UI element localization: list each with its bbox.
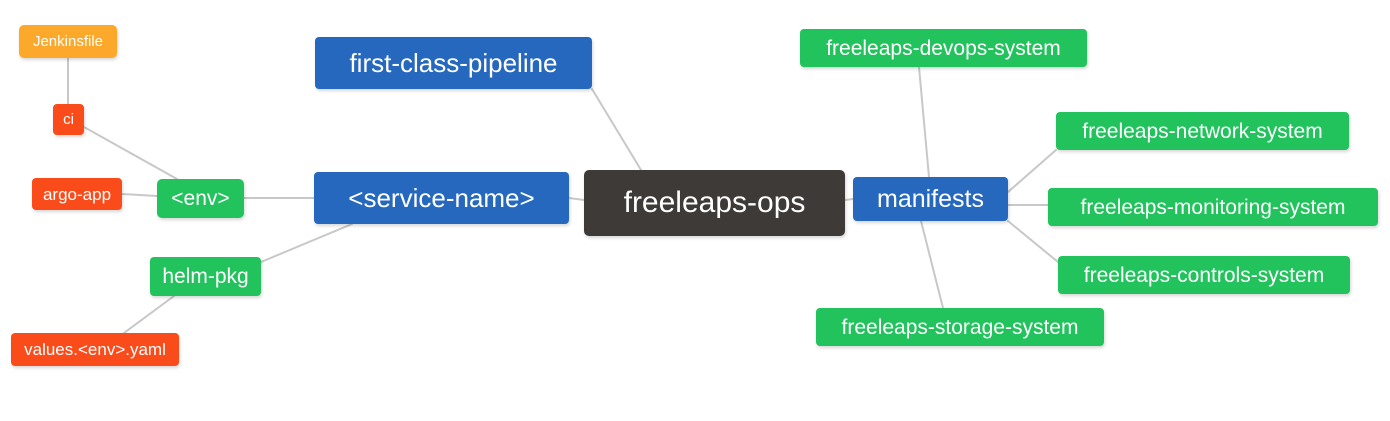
node-freeleaps-network-system[interactable]: freeleaps-network-system xyxy=(1056,112,1349,150)
edge-ci-to-env xyxy=(83,126,178,180)
node-label-freeleaps-monitoring-system: freeleaps-monitoring-system xyxy=(1080,195,1346,219)
node-label-argo-app: argo-app xyxy=(42,184,112,204)
node-ci[interactable]: ci xyxy=(53,104,84,135)
node-freeleaps-monitoring-system[interactable]: freeleaps-monitoring-system xyxy=(1048,188,1378,226)
node-label-freeleaps-network-system: freeleaps-network-system xyxy=(1082,119,1323,143)
node-label-values-env-yaml: values.<env>.yaml xyxy=(24,340,166,359)
node-env[interactable]: <env> xyxy=(157,179,244,218)
node-helm-pkg[interactable]: helm-pkg xyxy=(150,257,261,296)
node-values-env-yaml[interactable]: values.<env>.yaml xyxy=(11,333,179,366)
node-freeleaps-controls-system[interactable]: freeleaps-controls-system xyxy=(1058,256,1350,294)
edge-freeleaps-storage-system-to-manifests xyxy=(920,220,944,309)
node-freeleaps-ops[interactable]: freeleaps-ops xyxy=(584,170,845,236)
node-label-freeleaps-ops: freeleaps-ops xyxy=(623,186,806,219)
edge-helm-pkg-to-service-name xyxy=(260,223,353,263)
node-label-helm-pkg: helm-pkg xyxy=(162,265,249,288)
node-first-class-pipeline[interactable]: first-class-pipeline xyxy=(315,37,592,89)
edge-freeleaps-ops-to-manifests xyxy=(844,198,854,201)
node-label-first-class-pipeline: first-class-pipeline xyxy=(349,48,558,78)
node-label-manifests: manifests xyxy=(877,184,984,213)
node-freeleaps-storage-system[interactable]: freeleaps-storage-system xyxy=(816,308,1104,346)
edge-freeleaps-controls-system-to-manifests xyxy=(1007,220,1059,263)
node-freeleaps-devops-system[interactable]: freeleaps-devops-system xyxy=(800,29,1087,67)
node-label-freeleaps-storage-system: freeleaps-storage-system xyxy=(841,315,1079,339)
node-argo-app[interactable]: argo-app xyxy=(32,178,122,210)
edge-argo-app-to-env xyxy=(121,193,158,197)
edge-freeleaps-network-system-to-manifests xyxy=(1007,149,1057,193)
edge-freeleaps-devops-system-to-manifests xyxy=(918,66,930,178)
node-label-freeleaps-devops-system: freeleaps-devops-system xyxy=(826,36,1061,60)
node-manifests[interactable]: manifests xyxy=(853,177,1008,221)
edge-values-env-yaml-to-helm-pkg xyxy=(123,295,175,334)
edge-first-class-pipeline-to-freeleaps-ops xyxy=(591,88,642,171)
node-label-jenkinsfile: Jenkinsfile xyxy=(32,33,104,50)
node-service-name[interactable]: <service-name> xyxy=(314,172,569,224)
node-label-service-name: <service-name> xyxy=(348,183,535,213)
node-label-env: <env> xyxy=(171,187,230,210)
node-jenkinsfile[interactable]: Jenkinsfile xyxy=(19,25,117,58)
node-label-ci: ci xyxy=(63,111,74,128)
node-label-freeleaps-controls-system: freeleaps-controls-system xyxy=(1083,263,1325,287)
edge-service-name-to-freeleaps-ops xyxy=(568,197,585,201)
